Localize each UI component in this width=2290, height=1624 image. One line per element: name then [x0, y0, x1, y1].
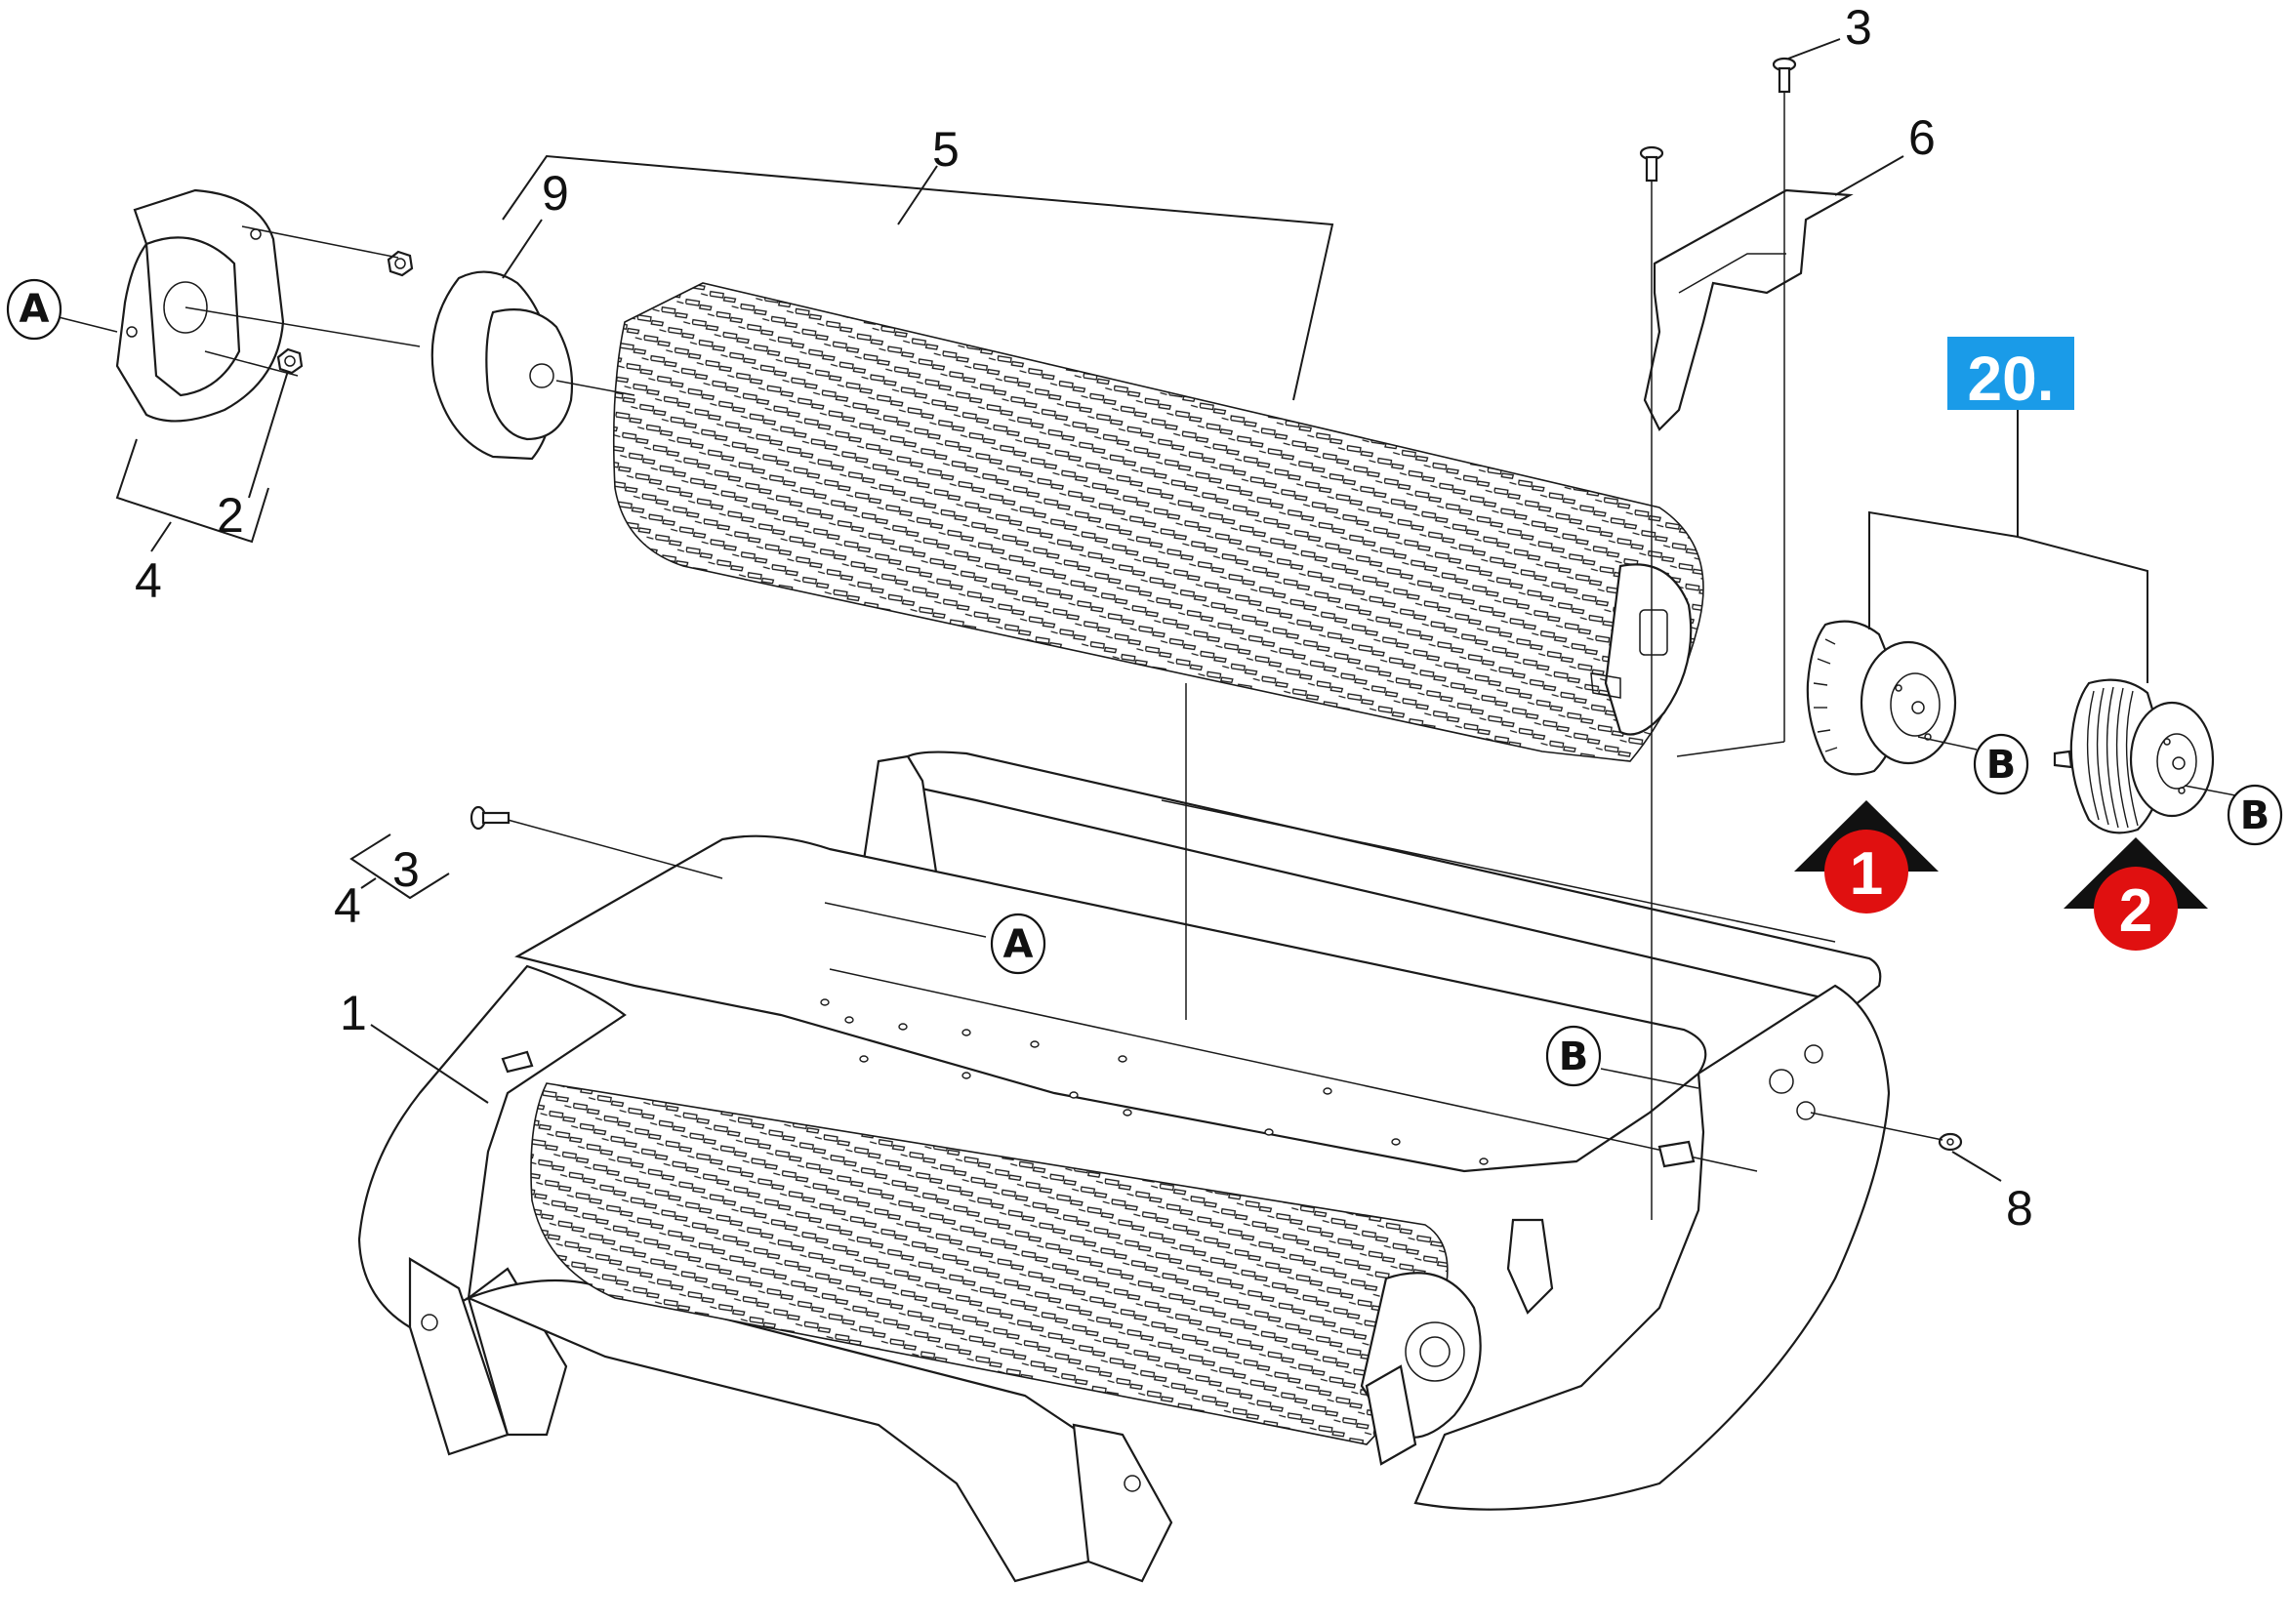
svg-text:B: B [2240, 793, 2270, 838]
svg-text:B: B [1559, 1035, 1589, 1079]
callout-9: 9 [542, 166, 569, 221]
reference-a-top: A [6, 278, 62, 341]
assembly-badge-20: 20. [1947, 337, 2074, 414]
reference-b-option-1: B [1973, 733, 2029, 795]
screw-top [1772, 57, 1797, 94]
assembly-badge-bg [1947, 337, 2074, 410]
callout-3-top: 3 [1845, 0, 1872, 55]
callout-4-mid: 4 [334, 878, 361, 933]
screw-upper [1639, 145, 1664, 183]
screw-left [470, 805, 511, 831]
reference-a-mid: A [990, 913, 1046, 975]
callout-4-left: 4 [135, 553, 162, 608]
pulley-option-1 [1806, 620, 1957, 776]
callout-2: 2 [217, 488, 244, 543]
callout-6: 6 [1908, 110, 1936, 165]
callout-3-left: 3 [392, 842, 420, 897]
housing-frame [357, 751, 1891, 1583]
svg-text:2: 2 [2119, 877, 2152, 945]
side-cover [1643, 188, 1854, 431]
svg-text:B: B [1986, 743, 2017, 788]
assembly-badge-label: 20. [1968, 344, 2055, 414]
lower-brush-roller [530, 1082, 1482, 1466]
hex-nut-top [387, 250, 414, 277]
hex-nut-bottom [276, 347, 304, 375]
reference-b-option-2: B [2227, 784, 2283, 846]
svg-text:A: A [20, 287, 50, 332]
upper-brush-roller [612, 282, 1704, 762]
callout-5: 5 [932, 122, 960, 177]
option-marker-2: 2 [2064, 837, 2208, 951]
leader-lines [58, 38, 2236, 1220]
option-marker-1: 1 [1794, 800, 1939, 914]
svg-text:A: A [1003, 922, 1034, 967]
reference-b-frame: B [1545, 1025, 1602, 1087]
end-bracket [115, 188, 285, 423]
screw-right [1938, 1132, 1963, 1152]
callout-8: 8 [2006, 1181, 2033, 1236]
bearing-housing [430, 270, 574, 461]
svg-text:1: 1 [1850, 840, 1883, 908]
callout-1: 1 [340, 986, 367, 1040]
pulley-option-2 [2053, 678, 2215, 834]
